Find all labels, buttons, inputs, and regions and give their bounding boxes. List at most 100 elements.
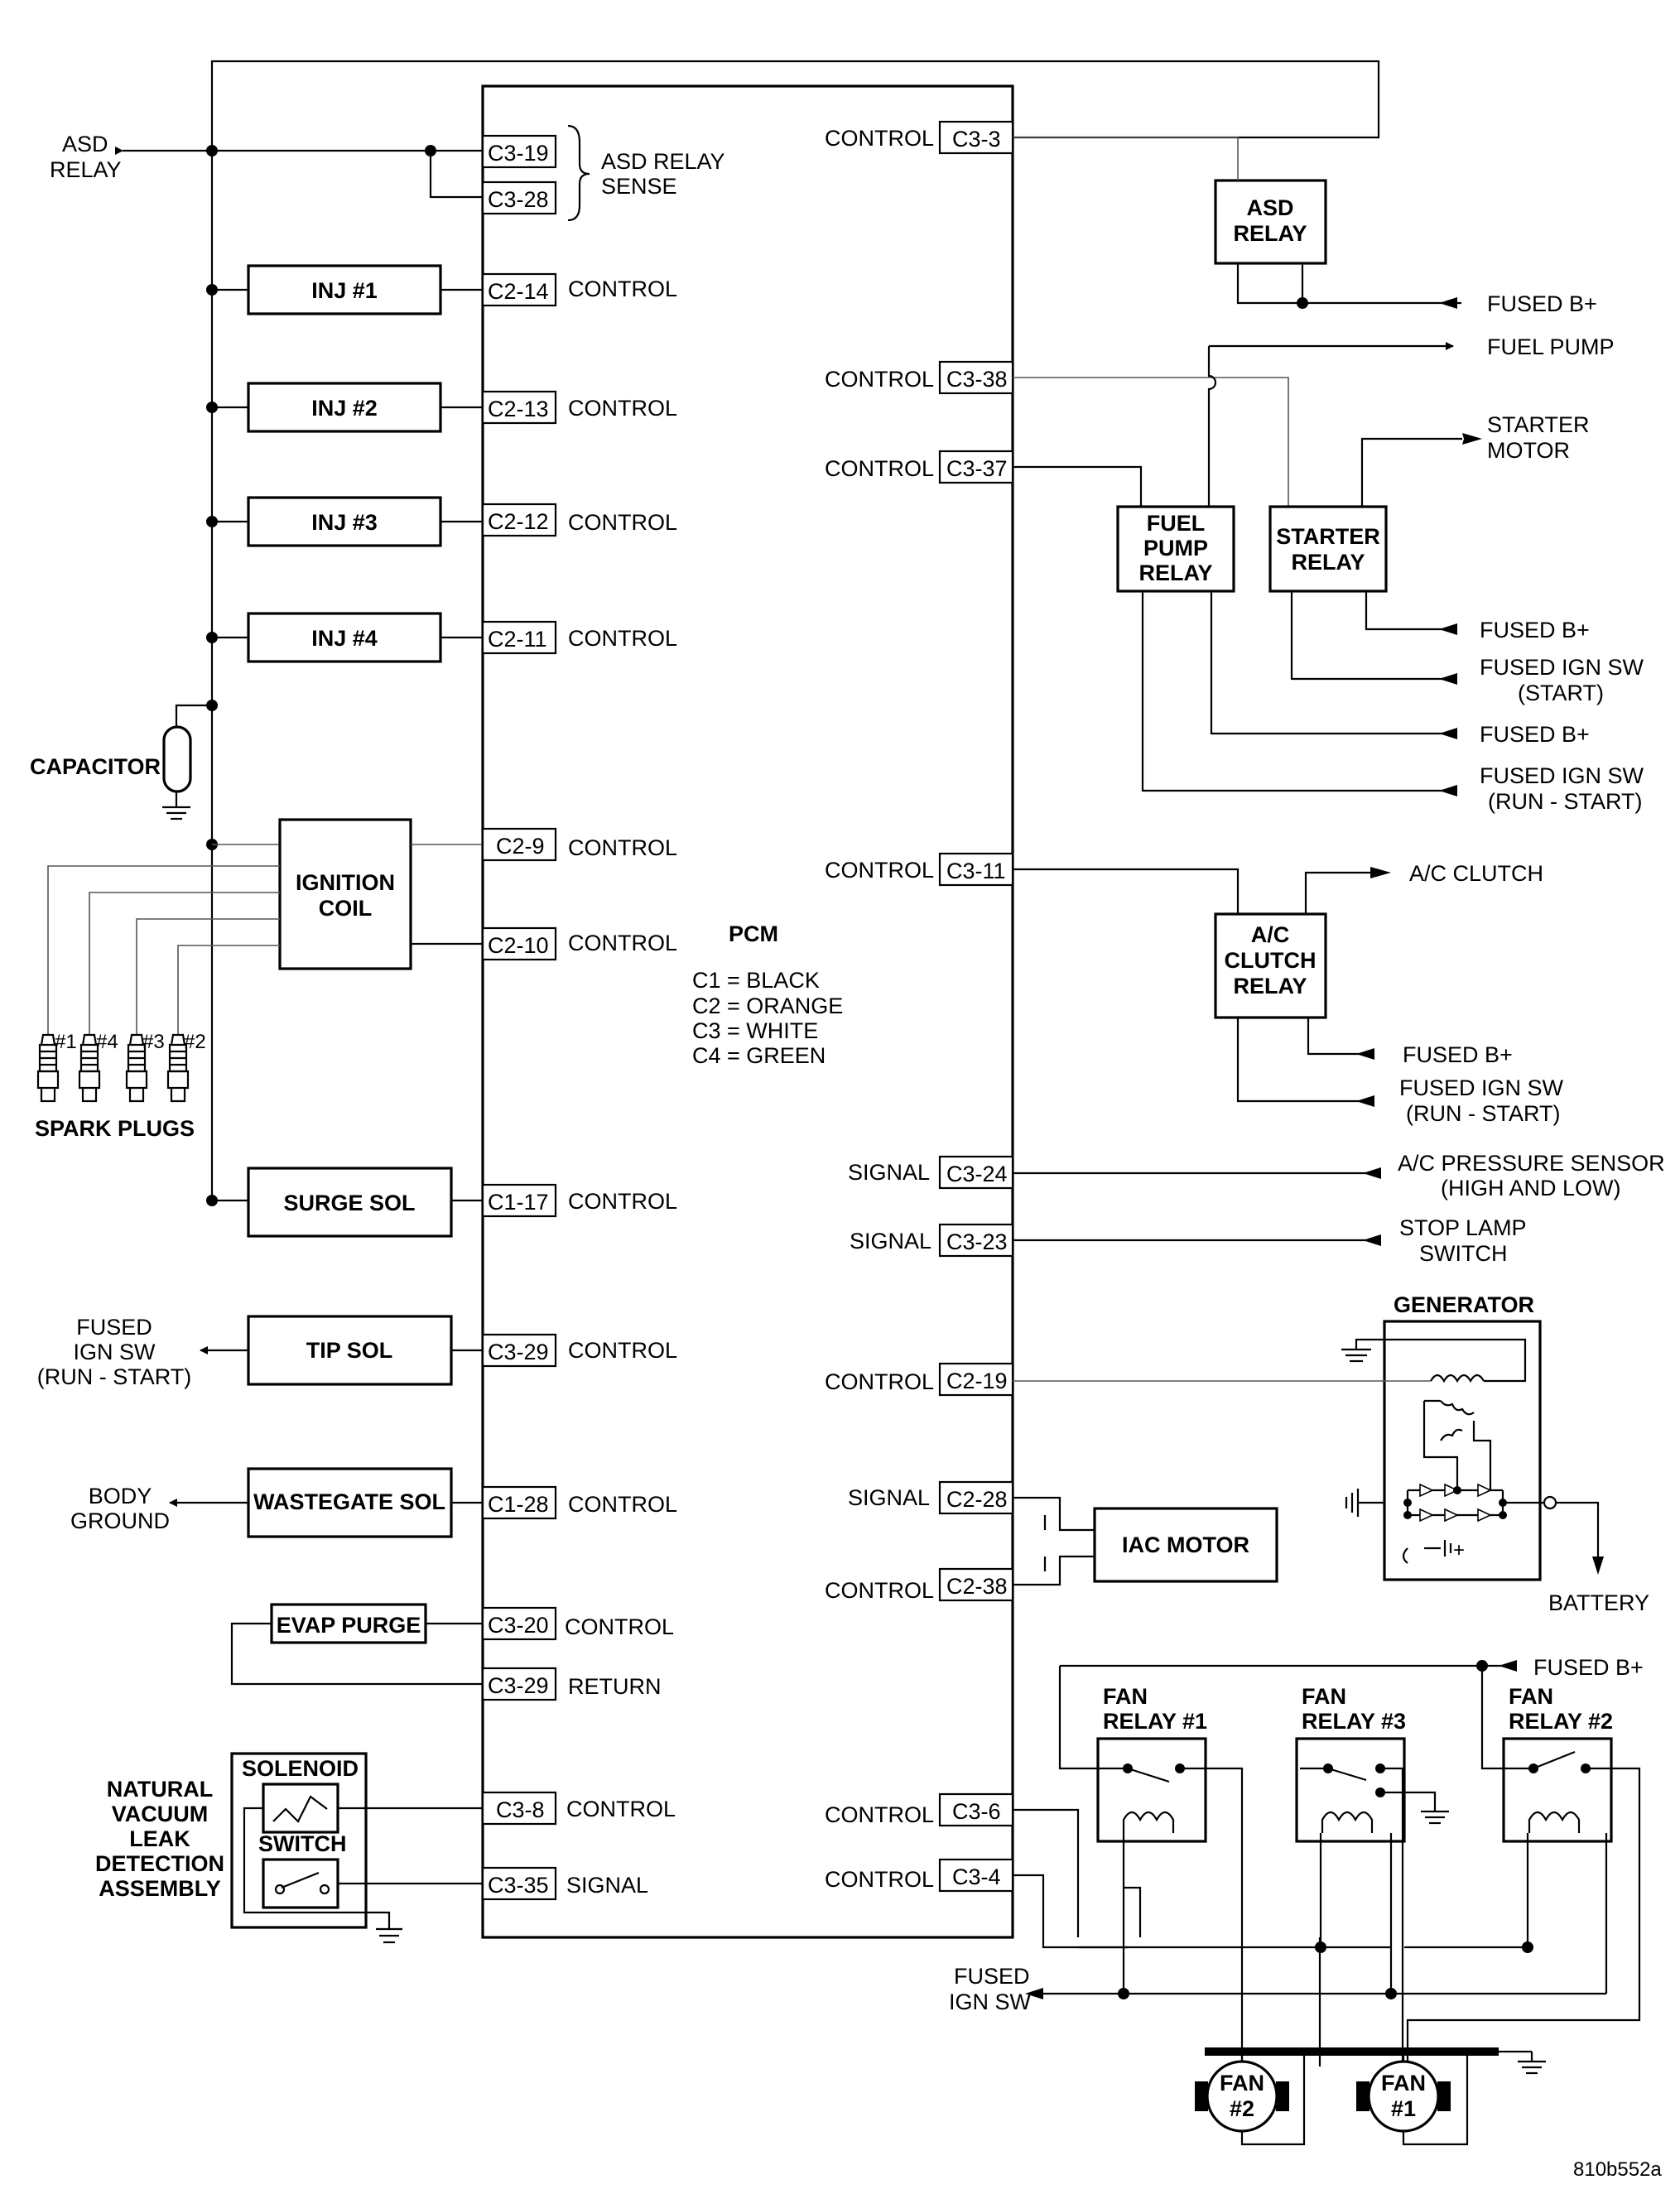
svg-text:CONTROL: CONTROL xyxy=(568,835,677,860)
svg-text:INJ #2: INJ #2 xyxy=(311,396,378,421)
svg-text:C2-13: C2-13 xyxy=(488,397,549,421)
fans: FAN #2 FAN #1 xyxy=(1195,2047,1546,2146)
asd-relay-input-label-2: RELAY xyxy=(50,157,122,182)
svg-text:CONTROL: CONTROL xyxy=(825,456,934,481)
pcm-legend-c3: C3 = WHITE xyxy=(692,1018,818,1043)
surge-solenoid: SURGE SOL C1-17 CONTROL xyxy=(206,1167,677,1238)
svg-text:DETECTION: DETECTION xyxy=(95,1851,224,1876)
svg-text:IAC MOTOR: IAC MOTOR xyxy=(1122,1532,1249,1557)
svg-text:C3-29: C3-29 xyxy=(488,1340,549,1364)
svg-text:C3-11: C3-11 xyxy=(946,859,1006,883)
svg-text:C2-38: C2-38 xyxy=(946,1574,1008,1599)
injector-3: INJ #3 C2-12 CONTROL xyxy=(206,496,677,547)
svg-text:BODY: BODY xyxy=(89,1484,152,1508)
svg-text:CONTROL: CONTROL xyxy=(825,1867,934,1892)
svg-text:FUSED IGN SW: FUSED IGN SW xyxy=(1399,1075,1564,1100)
svg-text:ASSEMBLY: ASSEMBLY xyxy=(99,1876,221,1901)
figure-id: 810b552a xyxy=(1573,2158,1662,2181)
svg-text:STARTER: STARTER xyxy=(1276,524,1380,549)
svg-text:C2-12: C2-12 xyxy=(488,509,549,534)
svg-text:CONTROL: CONTROL xyxy=(568,510,677,535)
svg-text:CONTROL: CONTROL xyxy=(568,396,677,421)
svg-text:C1-17: C1-17 xyxy=(488,1190,549,1215)
svg-text:FUEL PUMP: FUEL PUMP xyxy=(1487,334,1615,359)
svg-text:C3-29: C3-29 xyxy=(488,1673,549,1698)
svg-text:CONTROL: CONTROL xyxy=(568,931,677,955)
svg-text:VACUUM: VACUUM xyxy=(112,1802,209,1826)
pin-c3-28: C3-28 xyxy=(488,187,549,212)
svg-text:RELAY: RELAY xyxy=(1233,221,1307,246)
svg-text:CAPACITOR: CAPACITOR xyxy=(30,754,161,779)
injector-4: INJ #4 C2-11 CONTROL xyxy=(206,612,677,663)
wastegate-solenoid: WASTEGATE SOL C1-28 CONTROL BODY GROUND xyxy=(70,1467,677,1538)
svg-text:CONTROL: CONTROL xyxy=(566,1797,676,1821)
fuel-pump-starter-circuit: FUEL PUMP FUEL PUMP RELAY STARTER RELAY … xyxy=(1013,334,1644,814)
svg-text:#3: #3 xyxy=(142,1031,165,1053)
pcm-legend-c2: C2 = ORANGE xyxy=(692,994,843,1018)
fan-control-wiring: FUSED IGN SW xyxy=(949,1767,1641,2124)
svg-text:CLUTCH: CLUTCH xyxy=(1225,948,1317,973)
svg-text:SPARK PLUGS: SPARK PLUGS xyxy=(35,1116,195,1141)
svg-text:CONTROL: CONTROL xyxy=(565,1614,674,1639)
generator: GENERATOR + BATTERY xyxy=(1013,1292,1649,1615)
ac-pressure-sensor-signal: A/C PRESSURE SENSOR (HIGH AND LOW) xyxy=(1013,1151,1665,1200)
svg-text:FUSED IGN SW: FUSED IGN SW xyxy=(1480,655,1644,680)
spark-plugs: #1 #4 #3 #2 SPARK PLUGS xyxy=(35,1031,206,1141)
svg-text:CONTROL: CONTROL xyxy=(825,367,934,392)
natural-vacuum-leak-detection-assembly: NATURAL VACUUM LEAK DETECTION ASSEMBLY S… xyxy=(95,1752,676,1944)
svg-text:FUSED B+: FUSED B+ xyxy=(1403,1042,1513,1067)
asd-relay: ASD RELAY FUSED B+ xyxy=(1013,137,1597,316)
svg-text:RELAY: RELAY xyxy=(1233,974,1307,998)
svg-text:(HIGH AND LOW): (HIGH AND LOW) xyxy=(1441,1176,1621,1200)
svg-text:CONTROL: CONTROL xyxy=(568,1338,677,1363)
svg-text:A/C: A/C xyxy=(1251,922,1290,947)
svg-text:C1-28: C1-28 xyxy=(488,1492,549,1517)
svg-text:C2-9: C2-9 xyxy=(496,834,545,859)
svg-text:CONTROL: CONTROL xyxy=(568,1189,677,1214)
svg-text:FUSED B+: FUSED B+ xyxy=(1480,722,1590,747)
svg-text:CONTROL: CONTROL xyxy=(825,858,934,883)
svg-text:#1: #1 xyxy=(1391,2096,1416,2121)
svg-text:SIGNAL: SIGNAL xyxy=(848,1160,930,1185)
asd-relay-sense-label-2: SENSE xyxy=(601,174,677,199)
svg-text:C2-11: C2-11 xyxy=(488,627,547,652)
svg-text:C3-23: C3-23 xyxy=(946,1229,1008,1254)
svg-text:(RUN - START): (RUN - START) xyxy=(1488,789,1642,814)
injector-2: INJ #2 C2-13 CONTROL xyxy=(206,382,677,433)
svg-text:SWITCH: SWITCH xyxy=(258,1831,346,1856)
svg-text:COIL: COIL xyxy=(319,896,373,921)
svg-text:RELAY #2: RELAY #2 xyxy=(1509,1709,1613,1734)
svg-text:C3-35: C3-35 xyxy=(488,1873,549,1898)
tip-solenoid: TIP SOL C3-29 CONTROL FUSED IGN SW (RUN … xyxy=(37,1315,677,1389)
svg-text:C3-37: C3-37 xyxy=(946,456,1008,481)
pcm-title: PCM xyxy=(729,921,778,946)
svg-text:FAN: FAN xyxy=(1381,2071,1426,2095)
right-pins: C3-3 CONTROL C3-38 CONTROL C3-37 CONTROL… xyxy=(825,120,1014,1893)
svg-text:C3-8: C3-8 xyxy=(496,1797,545,1822)
svg-text:FUSED: FUSED xyxy=(76,1315,152,1340)
svg-text:GENERATOR: GENERATOR xyxy=(1394,1292,1534,1317)
svg-text:IGNITION: IGNITION xyxy=(296,870,395,895)
svg-text:C3-38: C3-38 xyxy=(946,367,1008,392)
svg-text:SIGNAL: SIGNAL xyxy=(566,1873,648,1898)
ac-clutch-relay: A/C CLUTCH RELAY A/C CLUTCH FUSED B+ FUS… xyxy=(1013,861,1564,1126)
svg-text:C2-14: C2-14 xyxy=(488,279,549,304)
evap-purge: EVAP PURGE C3-20 CONTROL C3-29 RETURN xyxy=(230,1603,674,1701)
svg-text:C3-20: C3-20 xyxy=(488,1613,549,1638)
asd-relay-input-label: ASD xyxy=(62,132,108,156)
capacitor: CAPACITOR xyxy=(30,700,218,820)
svg-text:STOP LAMP: STOP LAMP xyxy=(1399,1215,1527,1240)
svg-text:CONTROL: CONTROL xyxy=(825,126,934,151)
svg-text:IGN SW: IGN SW xyxy=(74,1340,156,1364)
svg-text:CONTROL: CONTROL xyxy=(568,1492,677,1517)
svg-text:BATTERY: BATTERY xyxy=(1548,1590,1649,1615)
svg-text:ASD: ASD xyxy=(1246,195,1293,220)
svg-text:NATURAL: NATURAL xyxy=(107,1777,213,1802)
svg-text:FAN: FAN xyxy=(1302,1684,1346,1709)
svg-text:(RUN - START): (RUN - START) xyxy=(1406,1101,1560,1126)
pin-c3-19: C3-19 xyxy=(488,141,549,166)
svg-text:FUSED: FUSED xyxy=(954,1964,1030,1989)
svg-text:PUMP: PUMP xyxy=(1143,536,1208,561)
svg-text:MOTOR: MOTOR xyxy=(1487,438,1570,463)
